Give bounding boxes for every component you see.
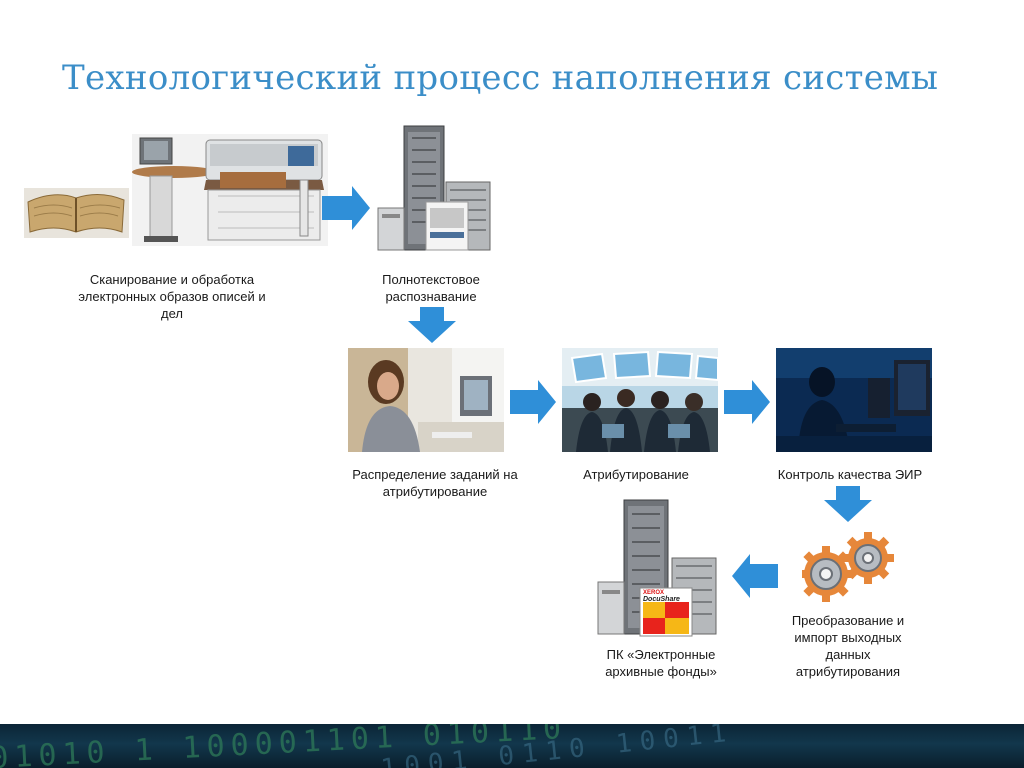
quality-control-photo <box>776 348 932 452</box>
operator-at-computer-photo <box>348 348 504 452</box>
step-caption-attribution: Атрибутирование <box>583 467 689 482</box>
arrow-left-1 <box>732 554 778 598</box>
step-caption-recognition: Полнотекстовое распознавание <box>382 272 480 304</box>
operator-photo <box>348 348 504 452</box>
recognition-server-image <box>374 124 494 254</box>
step-caption-conversion: Преобразование и импорт выходных данных … <box>791 613 905 679</box>
gears-image <box>802 528 896 604</box>
step-caption-archive-system: ПК «Электронные архивные фонды» <box>605 647 717 679</box>
docushare-label: DocuShare <box>643 596 680 603</box>
scanner-station-image <box>24 132 330 248</box>
operators-room-photo <box>562 348 718 452</box>
footer-band: 01010 1 100001101 010110 1001 0110 10011 <box>0 724 1024 768</box>
arrow-right-3 <box>724 380 770 424</box>
arrow-down-2 <box>824 486 872 522</box>
docushare-server-image: XEROX DocuShare <box>596 498 720 638</box>
recognition-server-icon <box>377 125 491 251</box>
arrow-right-2 <box>510 380 556 424</box>
docushare-server-icon <box>597 499 717 637</box>
step-caption-quality-control: Контроль качества ЭИР <box>777 467 923 482</box>
page-title: Технологический процесс наполнения систе… <box>62 58 939 98</box>
arrow-down-1 <box>408 307 456 343</box>
arrow-right-1 <box>322 186 370 230</box>
quality-control-photo <box>776 348 932 452</box>
operators-room-photo <box>562 348 718 452</box>
step-caption-scanning: Сканирование и обработка электронных обр… <box>78 272 266 321</box>
scanner-station-icon <box>24 134 328 246</box>
gears-icon <box>802 532 894 602</box>
xerox-label: XEROX <box>643 590 665 596</box>
step-caption-distribution: Распределение заданий на атрибутирование <box>352 467 518 499</box>
